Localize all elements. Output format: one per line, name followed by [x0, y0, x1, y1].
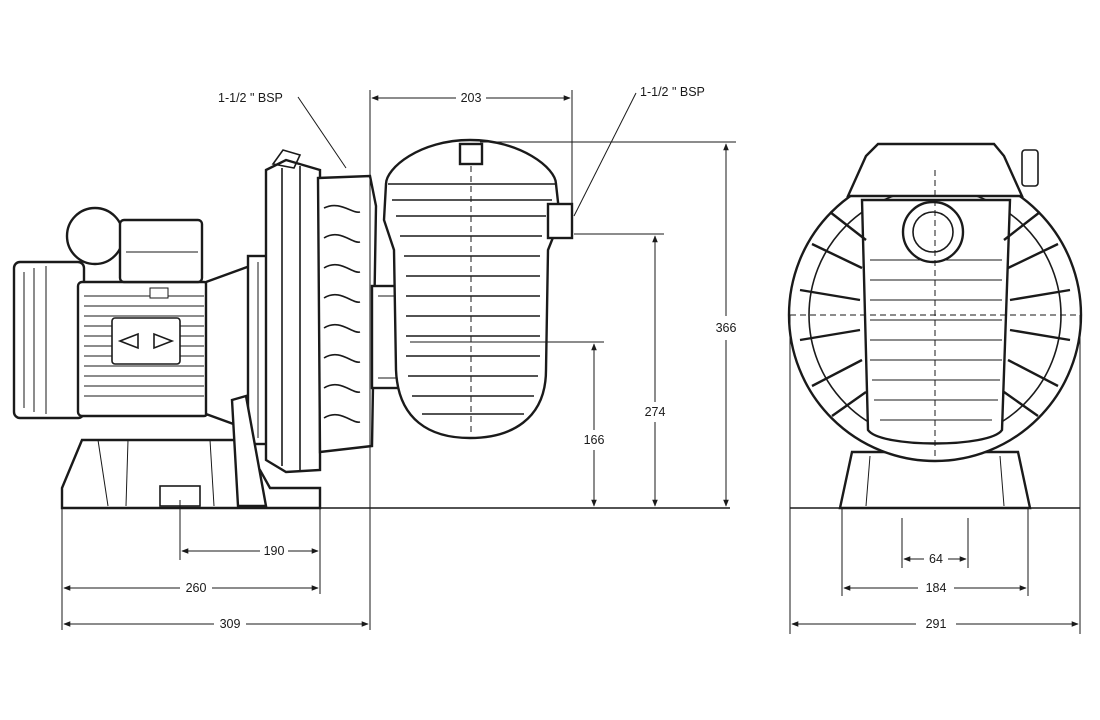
front-view — [787, 142, 1083, 510]
front-outlet-port — [901, 200, 965, 264]
dim-64: 64 — [929, 552, 943, 566]
dim-309: 309 — [220, 617, 241, 631]
dim-274: 274 — [645, 405, 666, 419]
dim-184: 184 — [926, 581, 947, 595]
dim-260: 260 — [186, 581, 207, 595]
motor-nameplate — [111, 317, 181, 365]
dim-366: 366 — [716, 321, 737, 335]
inlet-bsp-label: 1-1/2 " BSP — [218, 91, 283, 105]
dimension-lines: 203 366 274 166 190 260 309 — [61, 85, 1081, 634]
motor-foot — [60, 394, 322, 510]
inlet-fitting — [271, 149, 302, 169]
pot-lid-knob — [458, 142, 484, 166]
motor-end-cap — [12, 260, 86, 420]
motor-body — [76, 280, 210, 418]
pump-housing — [264, 149, 414, 474]
dim-203: 203 — [461, 91, 482, 105]
outlet-bsp-label: 1-1/2 " BSP — [640, 85, 705, 99]
dim-190: 190 — [264, 544, 285, 558]
motor-adaptor — [204, 254, 270, 446]
capacitor — [65, 206, 125, 266]
side-view — [12, 138, 730, 510]
strainer-pot — [382, 138, 574, 440]
outlet-port — [546, 202, 574, 240]
front-foot — [838, 450, 1032, 510]
terminal-box — [65, 206, 204, 299]
dim-291: 291 — [926, 617, 947, 631]
front-drain-plug — [1021, 149, 1039, 187]
dim-166: 166 — [584, 433, 605, 447]
